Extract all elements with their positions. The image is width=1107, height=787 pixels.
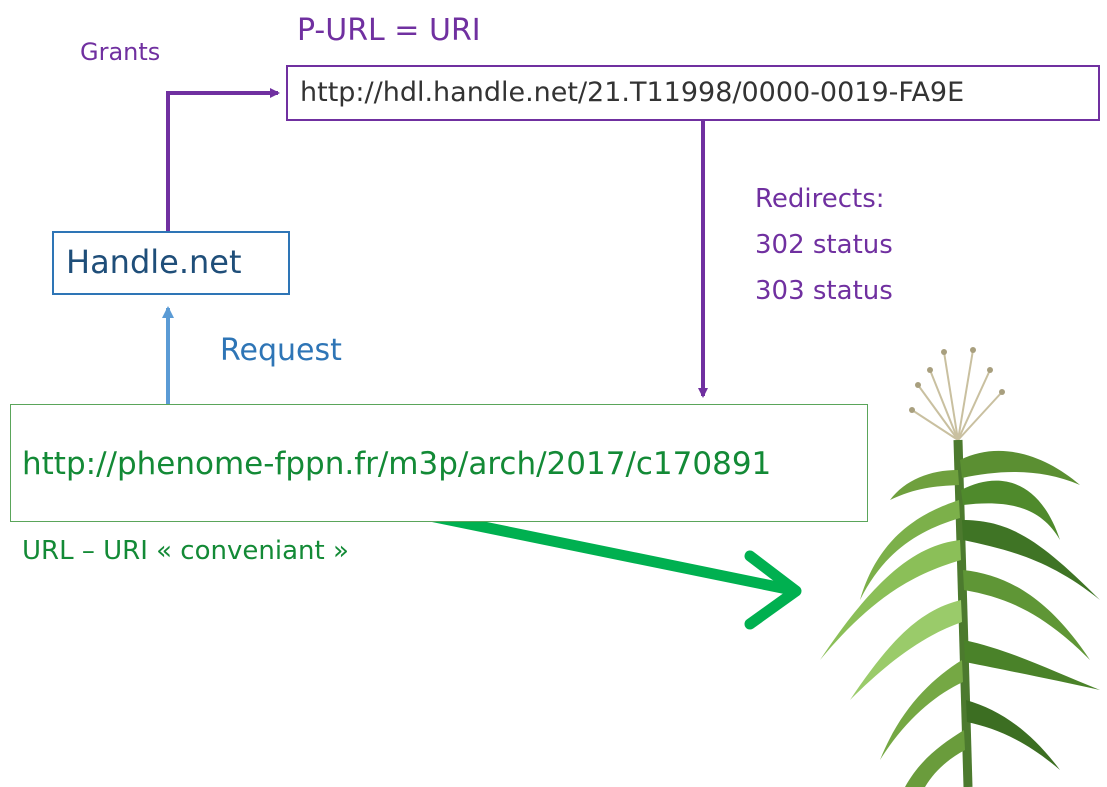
- maize-plant-image: [820, 347, 1100, 787]
- redirect-302-status: 302 status: [755, 230, 893, 260]
- request-label: Request: [220, 333, 342, 368]
- purl-url[interactable]: http://hdl.handle.net/21.T11998/0000-001…: [300, 77, 965, 108]
- resource-url[interactable]: http://phenome-fppn.fr/m3p/arch/2017/c17…: [22, 446, 772, 482]
- purl-title: P-URL = URI: [297, 13, 481, 48]
- grants-label: Grants: [80, 38, 161, 66]
- purl-box: [286, 65, 1100, 121]
- handle-label[interactable]: Handle.net: [66, 243, 242, 281]
- resource-url-box: [10, 404, 868, 522]
- redirect-303-status: 303 status: [755, 276, 893, 306]
- resource-arrow: [424, 510, 802, 630]
- redirects-title: Redirects:: [755, 184, 885, 214]
- grants-arrow: [166, 88, 280, 231]
- redirects-label: Redirects: 302 status 303 status: [755, 176, 893, 314]
- handle-box: [52, 231, 290, 295]
- resource-url-caption: URL – URI « conveniant »: [22, 536, 349, 566]
